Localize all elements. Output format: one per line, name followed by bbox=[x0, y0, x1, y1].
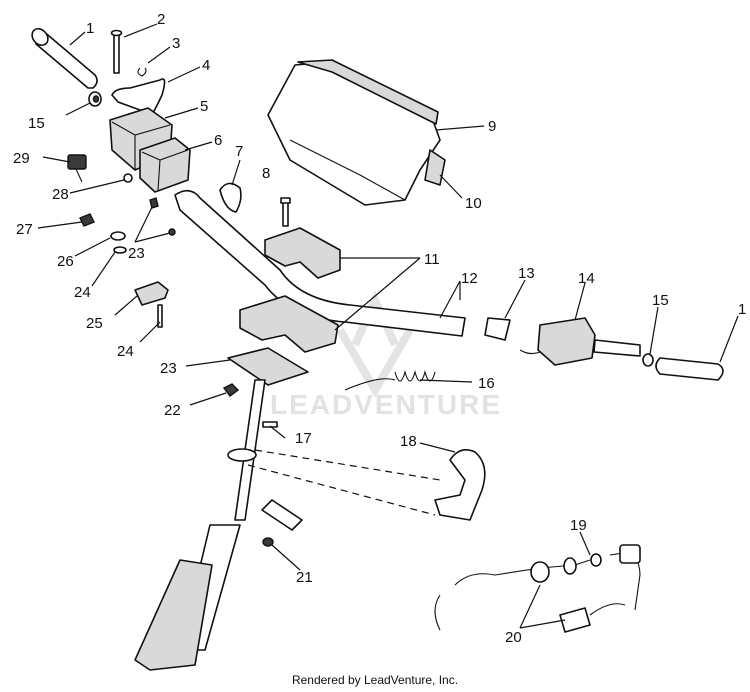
watermark-logo: LEADVENTURE bbox=[270, 290, 502, 420]
label-16: 16 bbox=[478, 375, 495, 392]
dash-line-lower bbox=[247, 464, 436, 516]
label-3: 3 bbox=[172, 35, 180, 52]
label-24-upper: 24 bbox=[74, 284, 91, 301]
screw-23a bbox=[149, 197, 159, 209]
label-24-lower: 24 bbox=[117, 343, 134, 360]
part-number-labels: 1 2 3 4 5 6 7 8 9 10 11 12 13 14 15 1 15… bbox=[13, 11, 746, 646]
wiring-harness bbox=[434, 544, 641, 633]
label-11: 11 bbox=[424, 251, 440, 268]
label-2: 2 bbox=[157, 11, 165, 28]
lower-clamp bbox=[239, 295, 339, 353]
label-15-left: 15 bbox=[28, 115, 45, 132]
upper-clamp bbox=[264, 227, 341, 279]
label-5: 5 bbox=[200, 98, 208, 115]
washer-24 bbox=[113, 246, 127, 254]
label-21: 21 bbox=[296, 569, 313, 586]
sleeve bbox=[261, 499, 303, 547]
end-cap-left bbox=[88, 91, 102, 107]
left-grip bbox=[31, 27, 98, 89]
label-23-lower: 23 bbox=[160, 360, 177, 377]
label-7: 7 bbox=[235, 143, 243, 160]
label-1-left: 1 bbox=[86, 20, 94, 37]
label-22: 22 bbox=[164, 402, 181, 419]
label-8: 8 bbox=[262, 165, 270, 182]
bolt-17 bbox=[262, 421, 278, 428]
pivot-bracket bbox=[134, 559, 213, 671]
label-28: 28 bbox=[52, 186, 69, 203]
washer-26 bbox=[110, 231, 126, 241]
screw-23b bbox=[168, 228, 176, 236]
clip bbox=[137, 67, 147, 77]
label-25: 25 bbox=[86, 315, 103, 332]
leader-lines bbox=[37, 23, 739, 629]
bracket bbox=[434, 449, 486, 521]
label-19: 19 bbox=[570, 517, 587, 534]
post-plate bbox=[227, 347, 309, 386]
label-6: 6 bbox=[214, 132, 222, 149]
label-15-right: 15 bbox=[652, 292, 669, 309]
label-10: 10 bbox=[465, 195, 482, 212]
cable-coil bbox=[344, 369, 436, 391]
label-14: 14 bbox=[578, 270, 595, 287]
bolt-8 bbox=[280, 197, 291, 227]
label-23-upper: 23 bbox=[128, 245, 145, 262]
label-26: 26 bbox=[57, 253, 74, 270]
cover-plate bbox=[134, 281, 169, 306]
label-1-right: 1 bbox=[738, 301, 746, 318]
label-13: 13 bbox=[518, 265, 535, 282]
right-grip bbox=[655, 357, 724, 381]
bolt bbox=[110, 29, 123, 74]
washer-28 bbox=[123, 173, 133, 183]
cable-clip-13 bbox=[484, 317, 511, 341]
nut-27 bbox=[79, 213, 95, 227]
label-29: 29 bbox=[13, 150, 30, 167]
bolt-24 bbox=[157, 304, 163, 328]
label-4: 4 bbox=[202, 57, 210, 74]
label-9: 9 bbox=[488, 118, 496, 135]
dash-line-upper bbox=[254, 449, 441, 481]
label-12: 12 bbox=[461, 270, 478, 287]
nut-22 bbox=[222, 383, 240, 397]
cable-clip bbox=[219, 182, 242, 213]
brake-control bbox=[139, 137, 191, 193]
right-control bbox=[519, 317, 641, 366]
label-20: 20 bbox=[505, 629, 522, 646]
label-27: 27 bbox=[16, 221, 33, 238]
end-cap-right bbox=[642, 353, 654, 367]
instrument-cover bbox=[267, 59, 446, 206]
label-18: 18 bbox=[400, 433, 417, 450]
footer-credit: Rendered by LeadVenture, Inc. bbox=[291, 673, 459, 687]
watermark-text: LEADVENTURE bbox=[270, 389, 502, 420]
label-17: 17 bbox=[295, 430, 312, 447]
switch bbox=[67, 154, 87, 183]
